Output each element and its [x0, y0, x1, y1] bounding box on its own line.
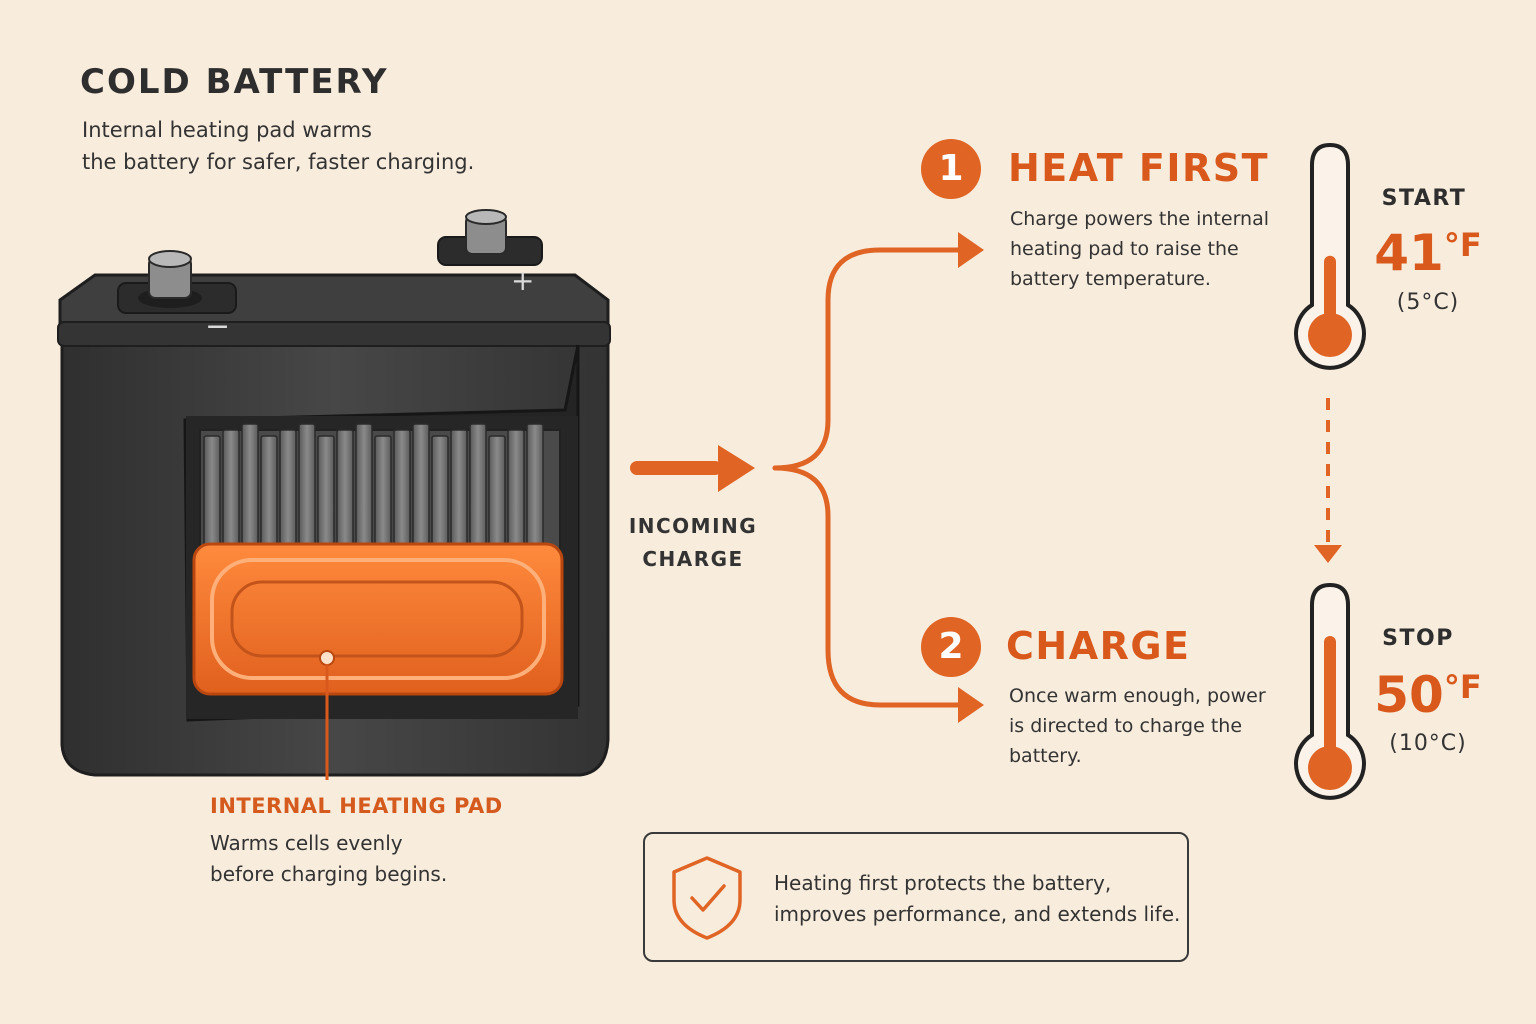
step-desc-line: heating pad to raise the — [1010, 238, 1239, 260]
subtitle-line: Internal heating pad warms — [82, 118, 373, 142]
heating-pad-description: Warms cells evenly before charging begin… — [210, 828, 447, 890]
step-1-description: Charge powers the internal heating pad t… — [1010, 204, 1269, 294]
battery-illustration: − + — [57, 209, 611, 777]
step-2-description: Once warm enough, power is directed to c… — [1009, 681, 1266, 771]
step-2-title: CHARGE — [1006, 624, 1191, 668]
thermometer-stop — [1294, 582, 1366, 800]
page-title: COLD BATTERY — [80, 62, 389, 102]
subtitle-line: the battery for safer, faster charging. — [82, 150, 475, 174]
step-1-title: HEAT FIRST — [1008, 146, 1270, 190]
thermometer-start — [1294, 142, 1366, 370]
step-desc-line: battery. — [1009, 745, 1082, 767]
positive-sign: + — [511, 264, 534, 297]
start-temp-unit: °F — [1443, 226, 1482, 264]
start-temp-value: 41°F — [1368, 224, 1488, 282]
page-subtitle: Internal heating pad warms the battery f… — [82, 114, 502, 178]
branch-arrows — [772, 247, 961, 708]
stop-temp-unit: °F — [1443, 668, 1482, 706]
heating-pad-graphic — [192, 542, 564, 696]
stop-temp-number: 50 — [1374, 666, 1444, 724]
incoming-arrow — [630, 445, 755, 492]
step-desc-line: Once warm enough, power — [1009, 685, 1266, 707]
arrow-head-heat — [958, 232, 984, 268]
step-desc-line: is directed to charge the — [1009, 715, 1243, 737]
shield-check-icon — [672, 856, 742, 940]
benefit-note-text: Heating first protects the battery, impr… — [774, 868, 1180, 930]
negative-sign: − — [205, 309, 230, 344]
stop-temp-value: 50°F — [1368, 666, 1488, 724]
start-temp-celsius: (5°C) — [1396, 290, 1460, 315]
pad-desc-line: before charging begins. — [210, 862, 448, 886]
stop-temp-label: STOP — [1382, 626, 1454, 651]
step-2-number-badge: 2 — [921, 617, 981, 677]
note-line: Heating first protects the battery, — [774, 871, 1112, 895]
note-line: improves performance, and extends life. — [774, 902, 1181, 926]
step-1-number-badge: 1 — [921, 139, 981, 199]
negative-terminal — [117, 250, 237, 314]
incoming-line: INCOMING — [628, 514, 758, 538]
stop-temp-celsius: (10°C) — [1389, 731, 1467, 756]
benefit-note-box — [643, 832, 1189, 962]
temp-rise-arrow-head — [1314, 545, 1342, 563]
heating-pad-label: INTERNAL HEATING PAD — [210, 794, 503, 818]
positive-terminal — [437, 209, 543, 266]
start-temp-number: 41 — [1374, 224, 1444, 282]
step-desc-line: battery temperature. — [1010, 268, 1211, 290]
step-desc-line: Charge powers the internal — [1010, 208, 1270, 230]
start-temp-label: START — [1381, 186, 1467, 211]
incoming-charge-label: INCOMING CHARGE — [618, 510, 768, 576]
incoming-line: CHARGE — [642, 547, 744, 571]
arrow-head-charge — [958, 687, 984, 723]
pad-desc-line: Warms cells evenly — [210, 831, 403, 855]
